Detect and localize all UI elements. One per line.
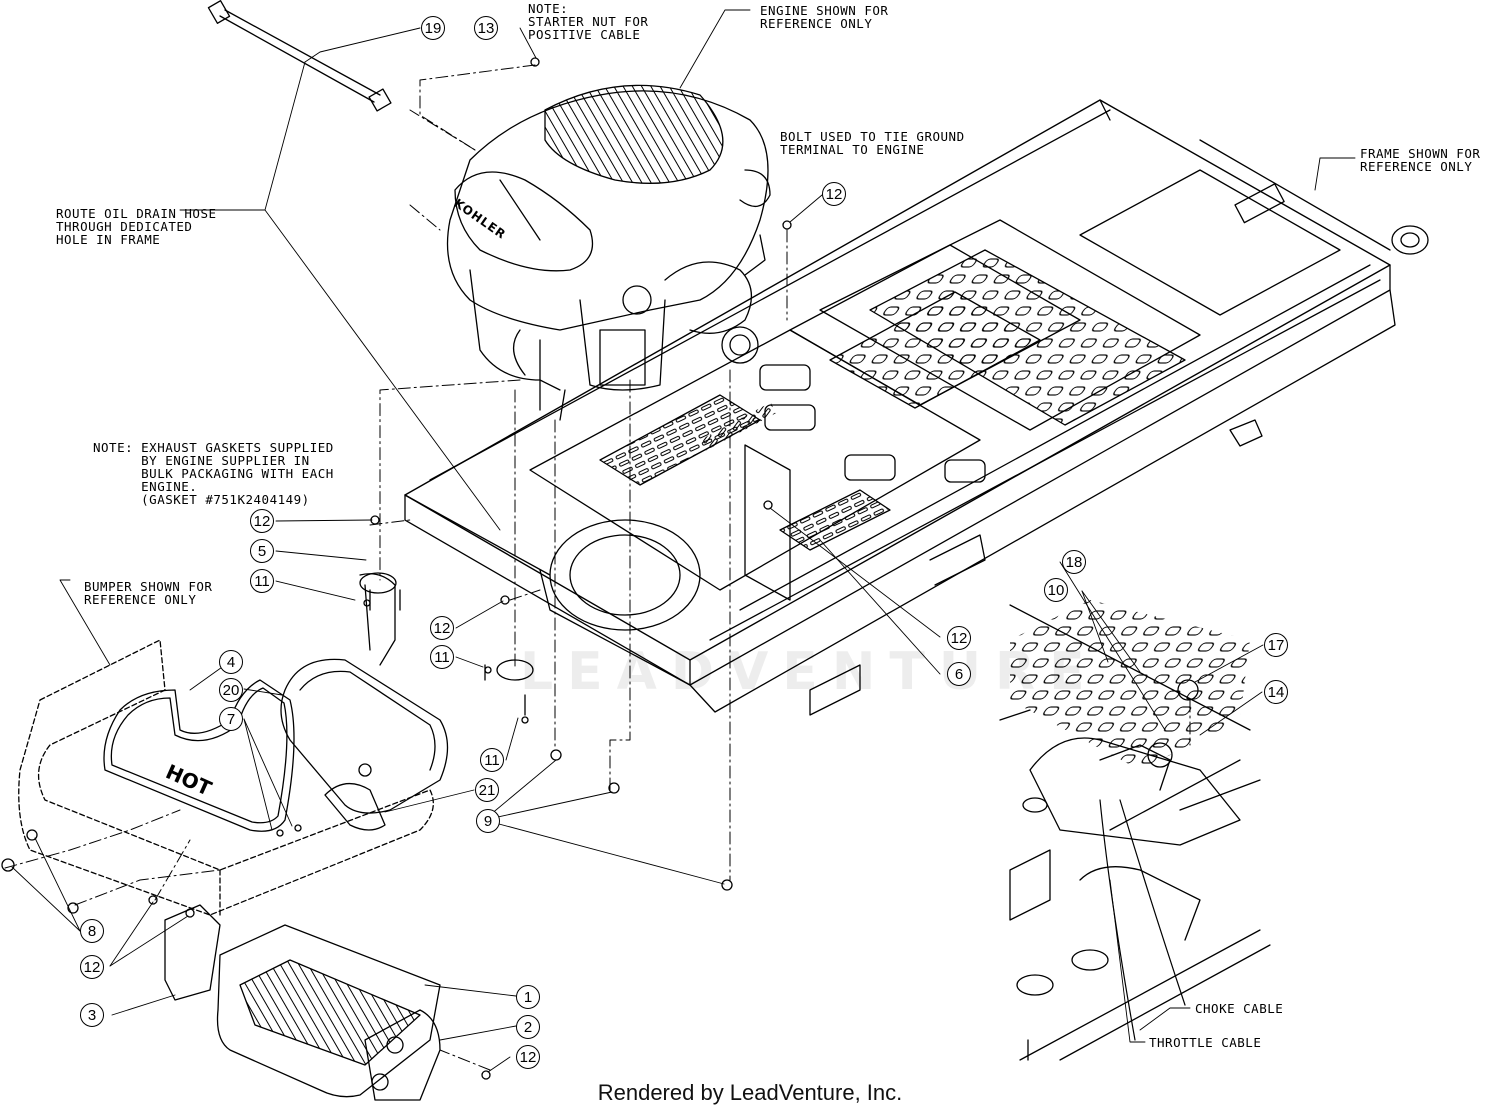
callout-17: 17 [1264,633,1288,657]
note-ground-bolt: BOLT USED TO TIE GROUND TERMINAL TO ENGI… [780,129,965,157]
note-oil-hose: ROUTE OIL DRAIN HOSE THROUGH DEDICATED H… [56,206,217,247]
note-starter-nut: NOTE: STARTER NUT FOR POSITIVE CABLE [528,1,649,42]
note-engine-reference: ENGINE SHOWN FOR REFERENCE ONLY [760,3,889,31]
callout-12: 12 [822,182,846,206]
callout-9: 9 [476,809,500,833]
leader-lines [11,9,1356,1073]
callout-3: 3 [80,1003,104,1027]
callout-4: 4 [219,650,243,674]
fasteners [1,57,792,1080]
assembly-lines [4,64,1191,1071]
callout-11: 11 [480,748,504,772]
callout-7: 7 [219,707,243,731]
callout-2: 2 [516,1015,540,1039]
callout-14: 14 [1264,680,1288,704]
frame [404,99,1429,716]
callout-8: 8 [80,919,104,943]
note-choke-cable: CHOKE CABLE [1195,1001,1284,1016]
note-throttle-cable: THROTTLE CABLE [1149,1035,1262,1050]
callout-18: 18 [1062,550,1086,574]
callout-1: 1 [516,985,540,1009]
engine [446,84,771,421]
note-frame-reference: FRAME SHOWN FOR REFERENCE ONLY [1360,146,1481,174]
callout-19: 19 [421,16,445,40]
callout-12: 12 [947,626,971,650]
oil-drain-hose [207,0,392,112]
callout-20: 20 [219,678,243,702]
callout-12: 12 [80,955,104,979]
callout-13: 13 [474,16,498,40]
callout-12: 12 [516,1045,540,1069]
callout-21: 21 [475,778,499,802]
callout-11: 11 [250,569,274,593]
note-bumper-reference: BUMPER SHOWN FOR REFERENCE ONLY [84,579,213,607]
bumper-reference [18,639,434,916]
callout-6: 6 [947,662,971,686]
muffler-assembly [280,572,534,831]
note-exhaust-gaskets: NOTE: EXHAUST GASKETS SUPPLIED BY ENGINE… [93,440,334,507]
callout-12: 12 [250,509,274,533]
rear-guard [164,904,441,1101]
footer-credit: Rendered by LeadVenture, Inc. [597,1080,903,1105]
watermark: LEADVENTURE [520,642,1099,702]
callout-12: 12 [430,616,454,640]
heat-shield [103,679,295,832]
callout-10: 10 [1044,578,1068,602]
callout-5: 5 [250,539,274,563]
callout-11: 11 [430,645,454,669]
